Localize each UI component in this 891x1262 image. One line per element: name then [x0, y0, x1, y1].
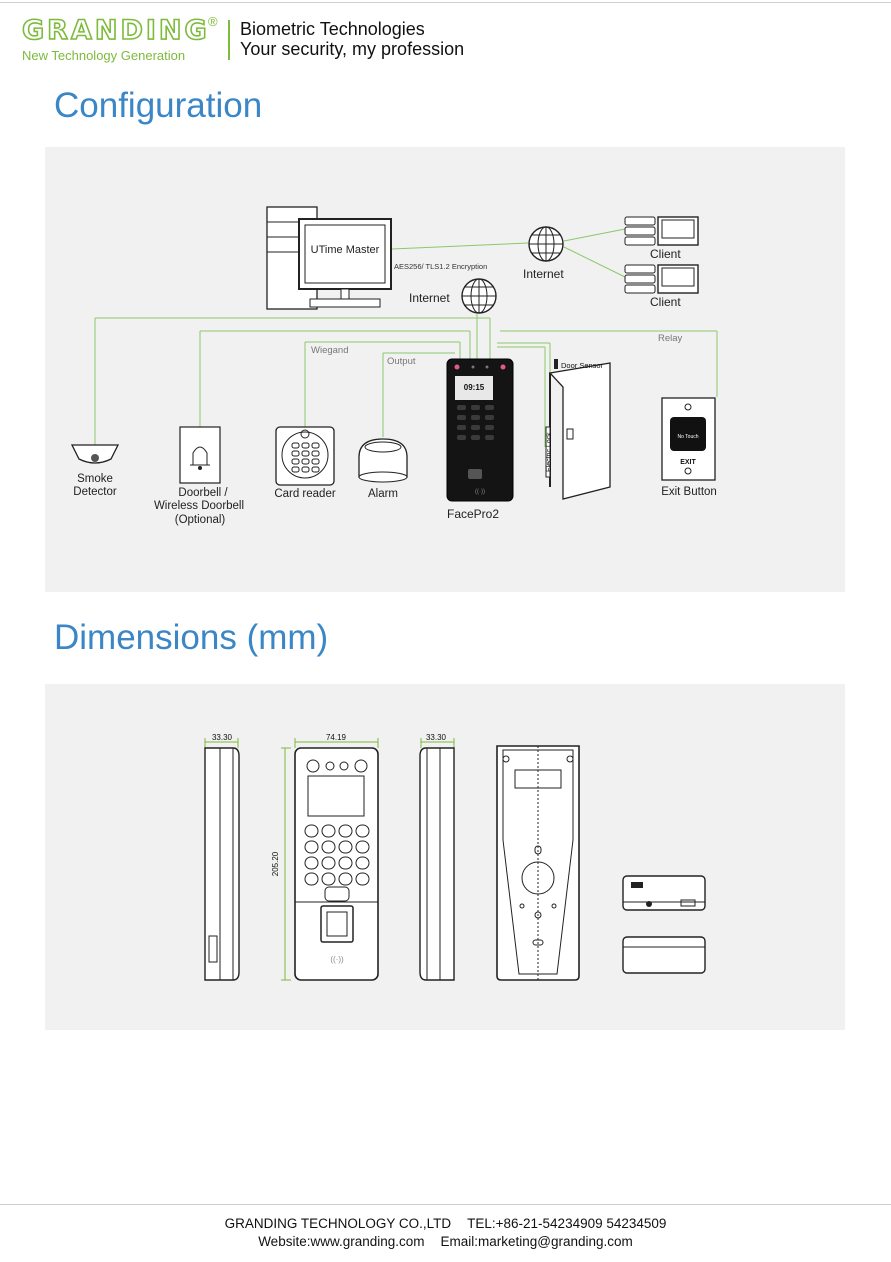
- device-screen-time: 09:15: [464, 383, 485, 392]
- no-touch-text: No Touch: [677, 434, 698, 440]
- footer-company: GRANDING TECHNOLOGY CO.,LTD: [224, 1216, 452, 1231]
- wiegand-label: Wiegand: [311, 345, 349, 356]
- height-label: 205.20: [271, 851, 280, 876]
- top-view: [622, 875, 706, 911]
- client-computer-icon: [624, 264, 699, 294]
- front-width-label: 74.19: [326, 733, 347, 742]
- logo-tagline: New Technology Generation: [22, 48, 186, 63]
- internet-label-top: Internet: [523, 267, 564, 281]
- side-depth-label: 33.30: [212, 733, 233, 742]
- electric-lock-label: Electric Lock: [546, 432, 553, 472]
- globe-icon: [461, 278, 497, 314]
- encryption-label: AES256/ TLS1.2 Encryption: [394, 262, 487, 271]
- door-icon: [545, 359, 611, 500]
- doorbell-label-1: Doorbell /: [178, 487, 228, 499]
- header-divider: [228, 20, 230, 60]
- client-label-1: Client: [650, 247, 681, 261]
- side-view-right: [419, 738, 455, 981]
- doorbell-icon: [179, 426, 221, 484]
- smoke-label-1: Smoke: [77, 473, 113, 485]
- smoke-detector-icon: [70, 444, 120, 464]
- doorbell-label-3: (Optional): [175, 514, 226, 526]
- svg-text:((·)): ((·)): [330, 955, 344, 964]
- tagline-line2: Your security, my profession: [240, 39, 465, 59]
- exit-button-icon: No Touch EXIT: [661, 397, 716, 481]
- doorbell-label-2: Wireless Doorbell: [154, 500, 244, 512]
- dimensions-panel: 33.30 ((·)) 74.19 205.20: [45, 684, 845, 1030]
- front-view: ((·)): [281, 738, 379, 981]
- dimensions-heading: Dimensions (mm): [54, 618, 329, 657]
- door-sensor-label: Door Sensor: [561, 361, 604, 370]
- configuration-panel: UTime Master AES256/ TLS1.2 Encryption I…: [45, 147, 845, 592]
- footer-rule: [0, 1204, 891, 1205]
- card-reader-icon: [275, 426, 335, 486]
- footer: GRANDING TECHNOLOGY CO.,LTD TEL:+86-21-54…: [0, 1215, 891, 1251]
- side-depth-label-2: 33.30: [426, 733, 447, 742]
- dimensions-diagram: 33.30 ((·)) 74.19 205.20: [204, 733, 706, 981]
- smoke-label-2: Detector: [73, 486, 117, 498]
- configuration-diagram: UTime Master AES256/ TLS1.2 Encryption I…: [70, 206, 718, 526]
- back-view: [496, 745, 580, 981]
- relay-label: Relay: [658, 333, 683, 344]
- side-view-left: [204, 738, 240, 981]
- alarm-label: Alarm: [368, 488, 398, 500]
- internet-label-mid: Internet: [409, 291, 450, 305]
- server-computer: UTime Master: [266, 206, 392, 310]
- logo-wordmark: GRANDING: [21, 15, 210, 47]
- output-label: Output: [387, 356, 416, 367]
- alarm-siren-icon: [358, 438, 408, 483]
- software-label: UTime Master: [311, 244, 380, 256]
- card-reader-label: Card reader: [274, 488, 336, 500]
- facepro2-device: 09:15 ((·)): [446, 358, 514, 502]
- exit-text: EXIT: [680, 459, 696, 466]
- device-label: FacePro2: [447, 507, 499, 521]
- footer-website: Website:www.granding.com: [258, 1234, 425, 1249]
- header-rule: [0, 2, 891, 3]
- client-label-2: Client: [650, 295, 681, 309]
- tagline-line1: Biometric Technologies: [240, 19, 425, 39]
- bottom-view: [622, 936, 706, 974]
- footer-email: Email:marketing@granding.com: [440, 1234, 633, 1249]
- connection-lines: [94, 228, 718, 447]
- globe-icon: [528, 226, 564, 262]
- client-computer-icon: [624, 216, 699, 246]
- exit-button-label: Exit Button: [661, 486, 717, 498]
- registered-mark: ®: [208, 14, 218, 29]
- configuration-heading: Configuration: [54, 86, 263, 125]
- granding-logo: GRANDING ® New Technology Generation: [21, 14, 217, 63]
- footer-tel: TEL:+86-21-54234909 54234509: [467, 1216, 667, 1231]
- header-tagline: Biometric Technologies Your security, my…: [240, 19, 464, 59]
- svg-text:((·)): ((·)): [475, 489, 485, 495]
